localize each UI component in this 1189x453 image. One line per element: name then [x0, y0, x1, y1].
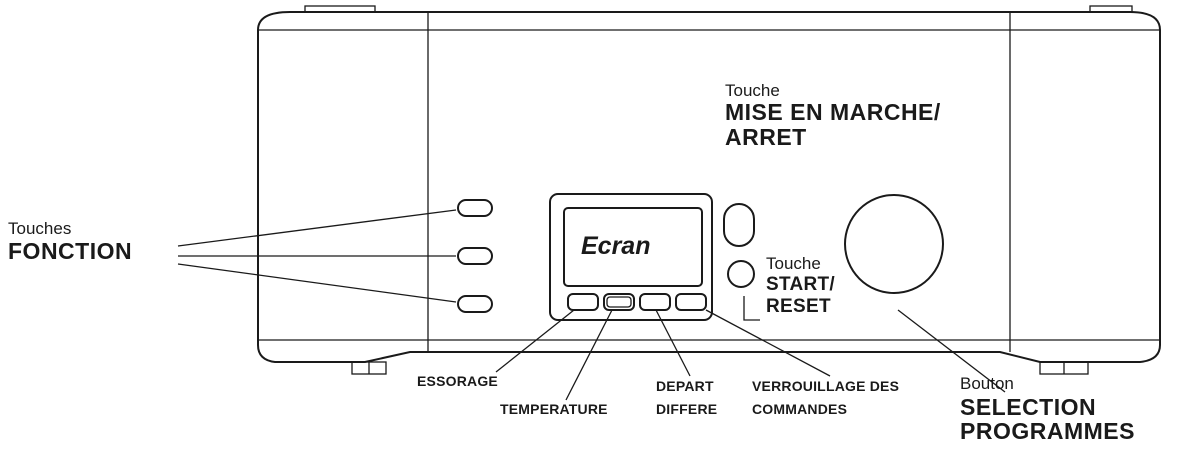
depart-line1: DEPART [656, 378, 714, 394]
leader-depart [655, 309, 691, 377]
bouton-line2: PROGRAMMES [960, 418, 1135, 444]
screen-label: Ecran [581, 232, 651, 260]
verrouillage-button[interactable] [675, 293, 707, 311]
display-screen [563, 207, 703, 287]
marche-arret-button[interactable] [723, 203, 755, 247]
fonction-prefix: Touches [8, 219, 72, 238]
leader-selection [897, 309, 1006, 393]
start-prefix: Touche [766, 254, 821, 273]
essorage-button[interactable] [567, 293, 599, 311]
leader-temperature [565, 309, 613, 401]
fonction-title: FONCTION [8, 238, 133, 264]
leader-fonction-3 [177, 263, 457, 303]
depart-differe-button[interactable] [639, 293, 671, 311]
marche-line2: ARRET [725, 124, 807, 150]
essorage-label: ESSORAGE [417, 373, 498, 389]
leader-fonction-1 [177, 209, 457, 247]
top-tab-left [304, 5, 376, 13]
temperature-label: TEMPERATURE [500, 401, 608, 417]
panel-housing [257, 11, 1161, 363]
display-bezel [549, 193, 713, 321]
temperature-button-inner [606, 296, 632, 308]
program-selector-knob[interactable] [844, 194, 944, 294]
leader-verrouillage [705, 309, 831, 377]
leader-essorage [495, 309, 575, 373]
fonction-button-3[interactable] [457, 295, 493, 313]
verrou-line2: COMMANDES [752, 401, 848, 417]
temperature-button[interactable] [603, 293, 635, 311]
start-line2: RESET [766, 296, 831, 317]
bouton-line1: SELECTION [960, 394, 1097, 420]
marche-prefix: Touche [725, 81, 780, 100]
top-tab-right [1089, 5, 1133, 13]
bouton-prefix: Bouton [960, 374, 1014, 393]
leader-start-reset [743, 296, 760, 321]
start-line1: START/ [766, 274, 835, 295]
verrou-line1: VERROUILLAGE DES [752, 378, 900, 394]
depart-line2: DIFFERE [656, 401, 718, 417]
fonction-button-2[interactable] [457, 247, 493, 265]
marche-line1: MISE EN MARCHE/ [725, 99, 941, 125]
start-reset-button[interactable] [727, 260, 755, 288]
fonction-button-1[interactable] [457, 199, 493, 217]
